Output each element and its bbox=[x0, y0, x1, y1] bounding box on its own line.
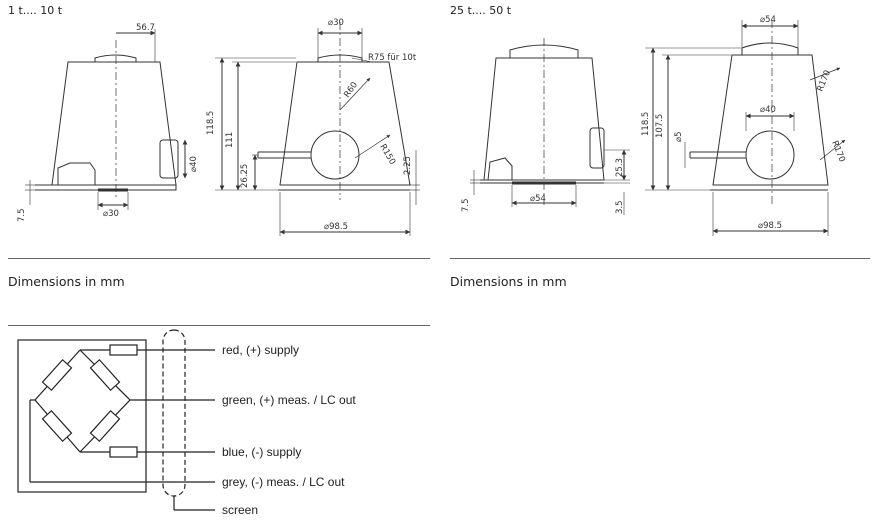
divider-wiring bbox=[8, 325, 430, 326]
dim-r75: R75 für 10t bbox=[368, 53, 417, 63]
dim-3-5: 3.5 bbox=[615, 200, 625, 214]
wire-red-label: red, (+) supply bbox=[222, 343, 299, 357]
left-side-view bbox=[25, 29, 188, 210]
caption-left: Dimensions in mm bbox=[8, 274, 125, 289]
caption-right: Dimensions in mm bbox=[450, 274, 567, 289]
dim-r60: R60 bbox=[342, 80, 360, 99]
wire-green-label: green, (+) meas. / LC out bbox=[222, 393, 356, 407]
dim-r170-upper: R170 bbox=[816, 69, 834, 93]
wire-grey-label: grey, (-) meas. / LC out bbox=[222, 475, 345, 489]
left-section-view bbox=[215, 22, 420, 236]
header-small-models: 1 t.... 10 t bbox=[8, 4, 63, 17]
right-section-view bbox=[645, 20, 846, 236]
dim-d40-left-side: ⌀40 bbox=[189, 156, 199, 172]
wiring-diagram bbox=[17, 329, 215, 511]
header-large-models: 25 t.... 50 t bbox=[450, 4, 512, 17]
bridge-housing bbox=[17, 339, 147, 493]
dim-d54-bottom: ⌀54 bbox=[530, 194, 546, 204]
dim-d30-bottom: ⌀30 bbox=[103, 209, 119, 219]
dim-7-5-right: 7.5 bbox=[461, 198, 471, 212]
dim-r170-lower: R170 bbox=[829, 139, 847, 163]
dim-d40-right: ⌀40 bbox=[760, 105, 776, 115]
right-side-view bbox=[470, 38, 630, 215]
dim-26-25: 26.25 bbox=[240, 164, 250, 188]
dim-25-3: 25.3 bbox=[615, 158, 625, 177]
dim-118-5-left: 118.5 bbox=[206, 111, 216, 135]
dim-7-5-left: 7.5 bbox=[17, 208, 27, 222]
dim-d54-top: ⌀54 bbox=[760, 15, 776, 25]
dim-r150: R150 bbox=[377, 143, 397, 167]
dim-118-5-right: 118.5 bbox=[641, 112, 651, 136]
dim-d30-top: ⌀30 bbox=[328, 18, 344, 28]
dim-d98-5-right: ⌀98.5 bbox=[758, 221, 782, 231]
dim-111: 111 bbox=[225, 132, 235, 148]
divider-left bbox=[8, 258, 430, 259]
divider-right bbox=[450, 258, 870, 259]
dim-56-7: 56.7 bbox=[136, 23, 155, 33]
dim-d98-5-left: ⌀98.5 bbox=[324, 222, 348, 232]
dim-d5: ⌀5 bbox=[674, 131, 684, 142]
wire-blue-label: blue, (-) supply bbox=[222, 445, 301, 459]
wire-screen-label: screen bbox=[222, 503, 258, 517]
dim-2-25: 2.25 bbox=[403, 156, 413, 175]
dim-107-5: 107.5 bbox=[655, 114, 665, 138]
cable-screen bbox=[162, 329, 186, 497]
